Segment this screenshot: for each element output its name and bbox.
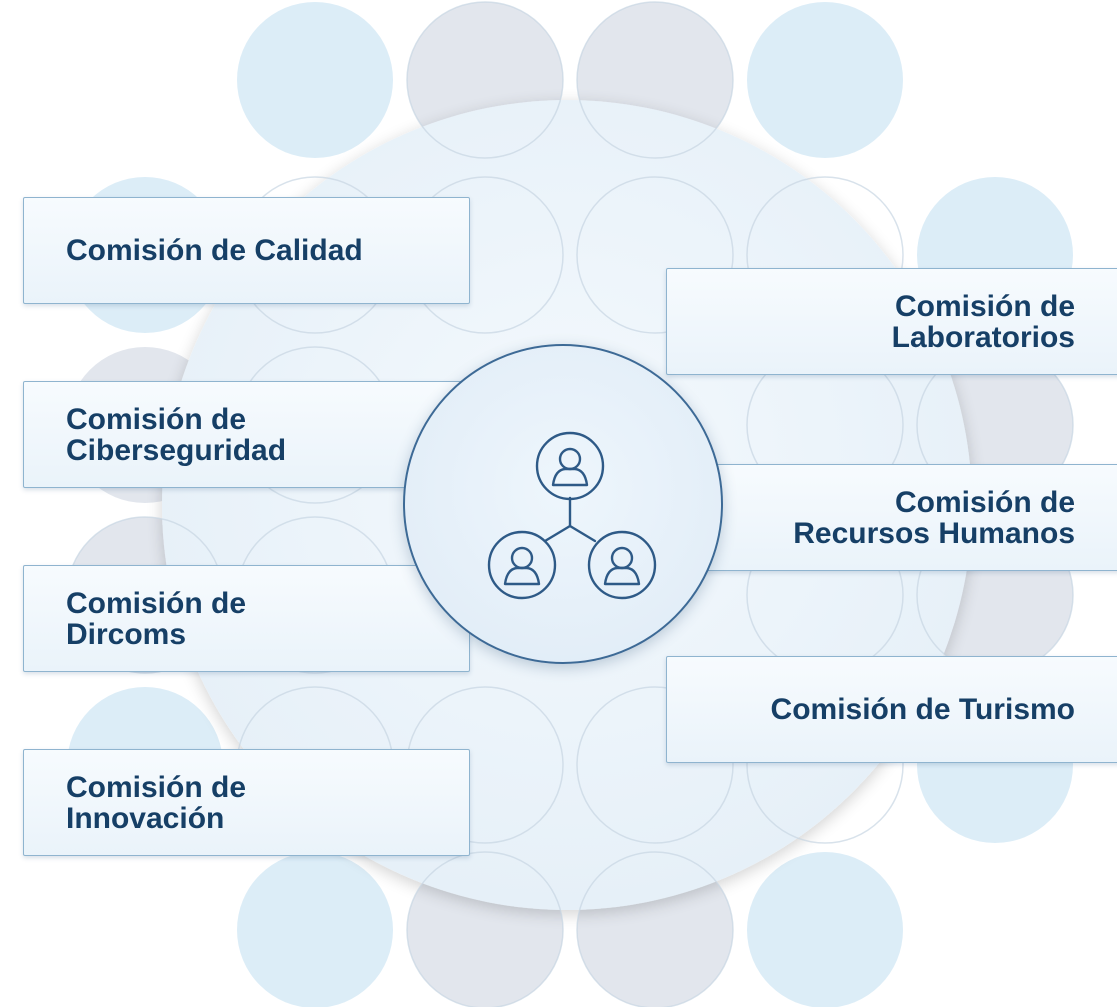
commission-box-ciberseguridad: Comisión de Ciberseguridad [23,381,470,488]
commission-box-turismo: Comisión de Turismo [666,656,1117,763]
people-network-icon [487,431,657,600]
commission-label: Comisión de Recursos Humanos [793,485,1075,550]
commission-box-laboratorios: Comisión de Laboratorios [666,268,1117,375]
commission-label: Comisión de Dircoms [66,586,247,651]
commission-label: Comisión de Calidad [66,234,363,267]
commission-label: Comisión de Turismo [770,693,1075,726]
commission-box-dircoms: Comisión de Dircoms [23,565,470,672]
commission-box-innovacion: Comisión de Innovación [23,749,470,856]
commission-box-calidad: Comisión de Calidad [23,197,470,304]
center-hub [403,344,723,664]
commission-label: Comisión de Innovación [66,770,247,835]
commission-label: Comisión de Ciberseguridad [66,402,287,467]
commission-box-recursos-humanos: Comisión de Recursos Humanos [666,464,1117,571]
commission-label: Comisión de Laboratorios [891,289,1075,354]
